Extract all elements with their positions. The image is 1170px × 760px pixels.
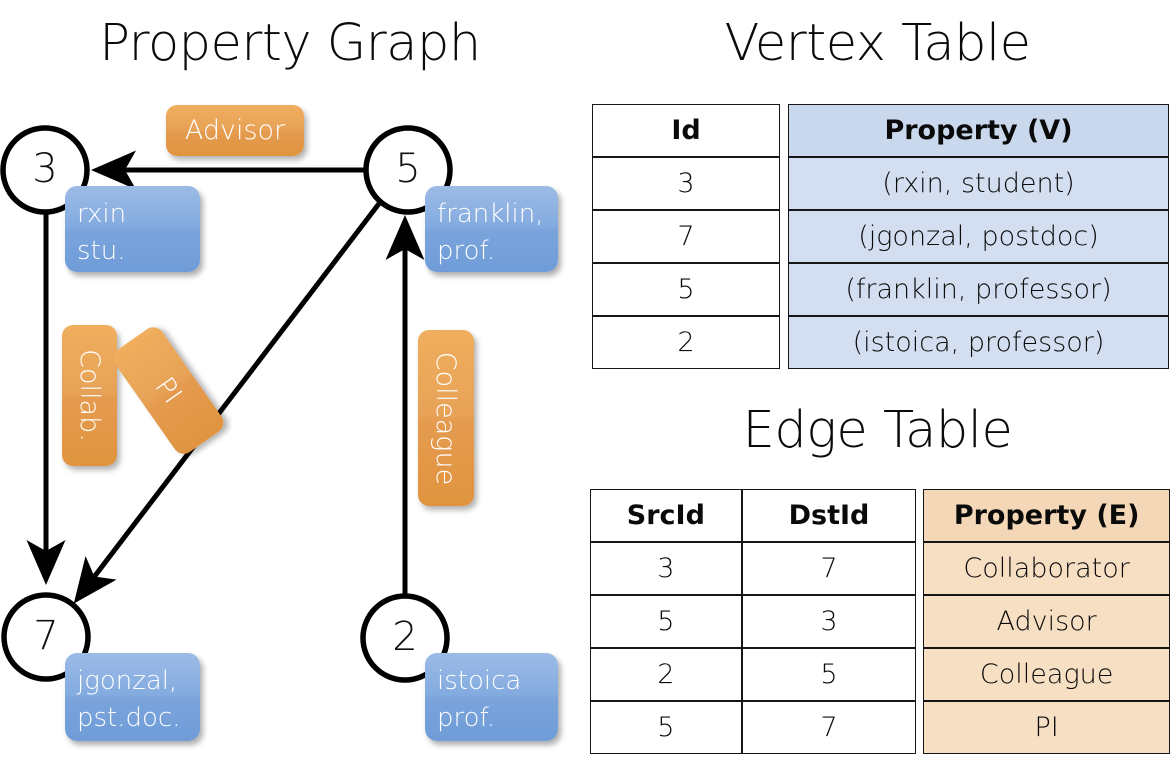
vertex-callout-3: rxin stu. (65, 186, 200, 272)
table-row: 2 (istoica, professor) (592, 316, 1169, 369)
vertex-cell-id: 5 (592, 263, 780, 316)
edge-callout-advisor: Advisor (166, 105, 304, 156)
vertex-cell-property: (jgonzal, postdoc) (788, 210, 1169, 263)
vertex-callout-5: franklin, prof. (425, 186, 558, 272)
edge-callout-advisor-label: Advisor (184, 115, 286, 146)
column-gap (780, 157, 788, 210)
table-row: 5 3 Advisor (590, 595, 1170, 648)
edge-callout-colleague-label: Colleague (430, 351, 462, 485)
column-gap (780, 210, 788, 263)
edge-callout-pi-label: PI (148, 371, 189, 410)
edge-col-header-srcid: SrcId (590, 489, 742, 542)
edge-callout-colleague: Colleague (418, 330, 474, 506)
edge-cell-dstid: 5 (741, 648, 917, 701)
vertex-cell-id: 7 (592, 210, 780, 263)
edge-cell-srcid: 3 (590, 542, 742, 595)
column-gap (916, 489, 923, 542)
vertex-cell-property: (istoica, professor) (788, 316, 1169, 369)
vertex-col-header-id: Id (592, 104, 780, 157)
edge-col-header-property: Property (E) (923, 489, 1170, 542)
column-gap (916, 701, 923, 754)
edge-callout-collab: Collab. (62, 325, 117, 466)
edge-cell-dstid: 7 (741, 542, 917, 595)
table-row: 7 (jgonzal, postdoc) (592, 210, 1169, 263)
column-gap (916, 648, 923, 701)
edge-cell-dstid: 3 (741, 595, 917, 648)
page-title-property-graph: Property Graph (99, 14, 481, 73)
edge-cell-srcid: 2 (590, 648, 742, 701)
edge-callout-collab-label: Collab. (74, 349, 105, 442)
edge-cell-srcid: 5 (590, 701, 742, 754)
edge-col-header-dstid: DstId (741, 489, 917, 542)
edge-table: SrcId DstId Property (E) 3 7 Collaborato… (590, 489, 1170, 754)
edge-cell-srcid: 5 (590, 595, 742, 648)
column-gap (916, 542, 923, 595)
edge-cell-property: Colleague (923, 648, 1170, 701)
column-gap (780, 104, 788, 157)
edge-cell-property: Collaborator (923, 542, 1170, 595)
table-row: 5 7 PI (590, 701, 1170, 754)
table-row: 5 (franklin, professor) (592, 263, 1169, 316)
vertex-cell-id: 2 (592, 316, 780, 369)
edge-5-7-pi (73, 199, 383, 604)
edge-table-header-row: SrcId DstId Property (E) (590, 489, 1170, 542)
vertex-callout-2: istoica prof. (425, 653, 558, 741)
column-gap (916, 595, 923, 648)
vertex-callout-7: jgonzal, pst.doc. (65, 653, 200, 741)
edge-cell-dstid: 7 (741, 701, 917, 754)
vertex-cell-property: (rxin, student) (788, 157, 1169, 210)
table-row: 3 7 Collaborator (590, 542, 1170, 595)
page-title-vertex-table: Vertex Table (724, 14, 1031, 73)
vertex-cell-property: (franklin, professor) (788, 263, 1169, 316)
table-row: 3 (rxin, student) (592, 157, 1169, 210)
page-title-edge-table: Edge Table (742, 401, 1013, 460)
vertex-table: Id Property (V) 3 (rxin, student) 7 (jgo… (592, 104, 1169, 369)
column-gap (780, 316, 788, 369)
vertex-col-header-property: Property (V) (788, 104, 1169, 157)
edge-cell-property: PI (923, 701, 1170, 754)
vertex-table-header-row: Id Property (V) (592, 104, 1169, 157)
table-row: 2 5 Colleague (590, 648, 1170, 701)
edge-cell-property: Advisor (923, 595, 1170, 648)
vertex-cell-id: 3 (592, 157, 780, 210)
column-gap (780, 263, 788, 316)
property-graph-diagram: 3 5 7 2 rxin stu. franklin, prof. jgonza… (0, 105, 558, 741)
